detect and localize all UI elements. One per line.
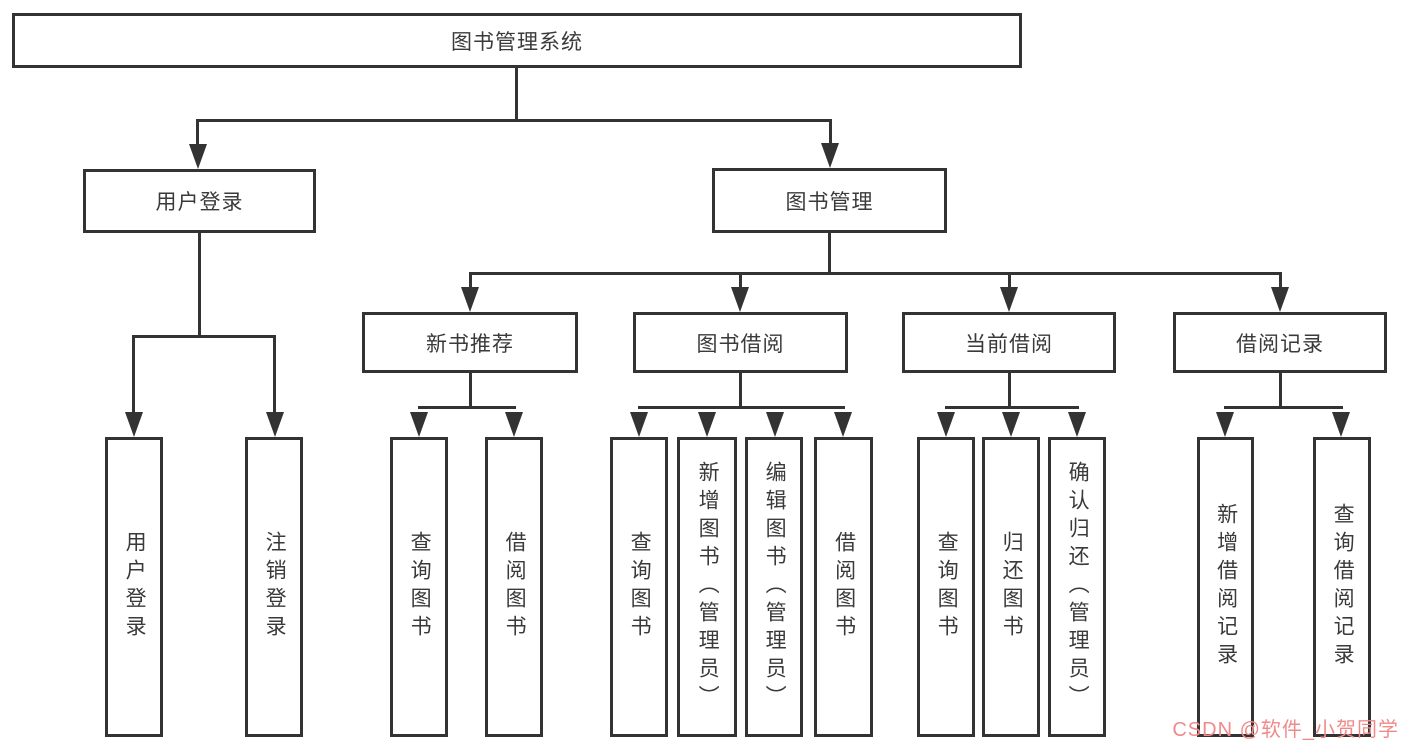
- connector-line: [515, 68, 518, 120]
- node-current-borrow: 当前借阅: [902, 312, 1116, 373]
- leaf-label: 查询图书: [628, 531, 652, 643]
- node-user-login: 用户登录: [83, 169, 316, 233]
- arrowhead-icon: [1002, 412, 1020, 437]
- connector-line: [132, 335, 135, 413]
- leaf-return-book: 归还图书: [982, 437, 1040, 737]
- connector-line: [197, 119, 831, 122]
- arrowhead-icon: [125, 412, 143, 437]
- connector-line: [1008, 272, 1011, 288]
- node-book-borrow: 图书借阅: [633, 312, 848, 373]
- arrowhead-icon: [630, 412, 648, 437]
- arrowhead-icon: [1271, 287, 1289, 312]
- connector-line: [829, 119, 832, 145]
- node-library-management-system: 图书管理系统: [12, 13, 1022, 68]
- leaf-label: 新增图书（管理员）: [696, 461, 720, 713]
- leaf-label: 查询图书: [408, 531, 432, 643]
- leaf-label: 编辑图书（管理员）: [763, 461, 787, 713]
- connector-line: [638, 406, 845, 409]
- leaf-borrow-book: 借阅图书: [814, 437, 873, 737]
- leaf-add-borrow-record: 新增借阅记录: [1197, 437, 1254, 737]
- arrowhead-icon: [410, 412, 428, 437]
- connector-line: [739, 272, 742, 288]
- node-borrow-records: 借阅记录: [1173, 312, 1387, 373]
- leaf-query-book-current: 查询图书: [917, 437, 975, 737]
- leaf-label: 用户登录: [123, 531, 147, 643]
- leaf-borrow-book-recommend: 借阅图书: [485, 437, 543, 737]
- arrowhead-icon: [1332, 412, 1350, 437]
- connector-line: [418, 406, 516, 409]
- connector-line: [1224, 406, 1343, 409]
- connector-line: [198, 233, 201, 337]
- arrowhead-icon: [505, 412, 523, 437]
- arrowhead-icon: [189, 144, 207, 169]
- connector-line: [469, 272, 472, 288]
- leaf-query-borrow-record: 查询借阅记录: [1313, 437, 1371, 737]
- node-new-book-recommend: 新书推荐: [362, 312, 578, 373]
- connector-line: [132, 335, 276, 338]
- leaf-label: 查询图书: [935, 531, 959, 643]
- arrowhead-icon: [731, 287, 749, 312]
- connector-line: [945, 406, 1079, 409]
- leaf-label: 借阅图书: [503, 531, 527, 643]
- leaf-logout: 注销登录: [245, 437, 303, 737]
- watermark: CSDN @软件_小贺同学: [1172, 719, 1399, 741]
- arrowhead-icon: [698, 412, 716, 437]
- connector-line: [1008, 373, 1011, 408]
- arrowhead-icon: [1068, 412, 1086, 437]
- node-label: 借阅记录: [1236, 332, 1324, 356]
- arrowhead-icon: [1216, 412, 1234, 437]
- node-label: 图书管理: [785, 190, 874, 214]
- leaf-label: 查询借阅记录: [1331, 503, 1355, 671]
- connector-line: [739, 373, 742, 408]
- connector-line: [1279, 373, 1282, 408]
- leaf-label: 新增借阅记录: [1214, 503, 1238, 671]
- leaf-add-book-admin: 新增图书（管理员）: [677, 437, 737, 737]
- node-book-management: 图书管理: [712, 168, 947, 233]
- arrowhead-icon: [937, 412, 955, 437]
- arrowhead-icon: [1000, 287, 1018, 312]
- leaf-label: 借阅图书: [832, 531, 856, 643]
- leaf-user-login: 用户登录: [105, 437, 163, 737]
- node-label: 图书管理系统: [451, 30, 583, 54]
- leaf-confirm-return-admin: 确认归还（管理员）: [1048, 437, 1106, 737]
- arrowhead-icon: [821, 143, 839, 168]
- leaf-edit-book-admin: 编辑图书（管理员）: [745, 437, 803, 737]
- leaf-label: 确认归还（管理员）: [1066, 461, 1090, 713]
- connector-line: [469, 373, 472, 408]
- node-label: 图书借阅: [696, 332, 785, 356]
- node-label: 用户登录: [155, 191, 244, 214]
- node-label: 当前借阅: [965, 332, 1053, 356]
- arrowhead-icon: [766, 412, 784, 437]
- connector-line: [196, 119, 199, 145]
- arrowhead-icon: [834, 412, 852, 437]
- leaf-label: 归还图书: [1000, 531, 1024, 643]
- connector-line: [469, 272, 1282, 275]
- leaf-label: 注销登录: [263, 531, 287, 643]
- arrowhead-icon: [266, 412, 284, 437]
- connector-line: [273, 335, 276, 413]
- connector-line: [828, 233, 831, 274]
- leaf-query-book-borrow: 查询图书: [610, 437, 668, 737]
- connector-line: [1279, 272, 1282, 288]
- arrowhead-icon: [461, 287, 479, 312]
- leaf-query-book-recommend: 查询图书: [390, 437, 448, 737]
- node-label: 新书推荐: [426, 332, 514, 356]
